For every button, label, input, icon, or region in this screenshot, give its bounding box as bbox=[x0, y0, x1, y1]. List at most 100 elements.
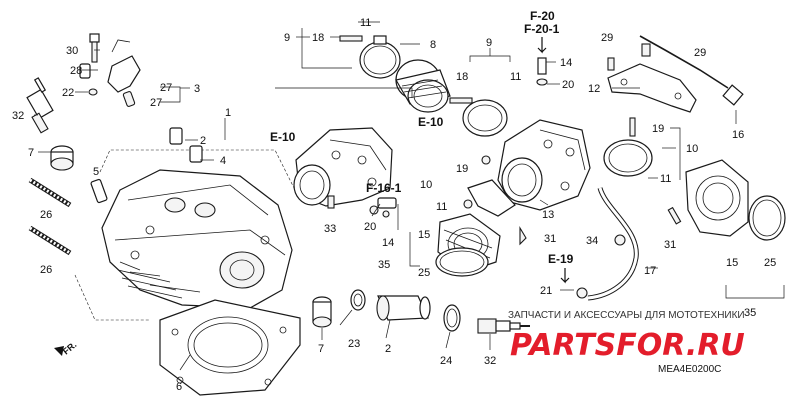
screw-18b[interactable] bbox=[449, 97, 473, 104]
label-26a: 26 bbox=[40, 209, 52, 221]
plug-cap-7a[interactable] bbox=[50, 145, 74, 171]
screw-18a[interactable] bbox=[339, 35, 363, 42]
ref-e10-left: E-10 bbox=[270, 130, 296, 144]
diagram-code: MEA4E0200C bbox=[658, 364, 721, 375]
label-25a: 25 bbox=[418, 267, 430, 279]
bolt-31a[interactable] bbox=[519, 226, 527, 246]
tube-2[interactable] bbox=[376, 295, 431, 321]
cable-end-16[interactable] bbox=[722, 84, 744, 106]
dowel-pin[interactable] bbox=[79, 63, 91, 79]
ref-f20: F-20 bbox=[530, 9, 555, 23]
label-7a: 7 bbox=[28, 147, 34, 159]
label-18a: 18 bbox=[312, 32, 324, 44]
o-ring-25b[interactable] bbox=[748, 195, 786, 241]
shop-tagline: ЗАПЧАСТИ И АКСЕССУАРЫ ДЛЯ МОТОТЕХНИКИ bbox=[508, 310, 745, 321]
label-9b: 9 bbox=[486, 37, 492, 49]
label-25b: 25 bbox=[764, 257, 776, 269]
bracket-12[interactable] bbox=[607, 63, 697, 113]
bracket-10a[interactable] bbox=[467, 179, 516, 217]
label-17: 17 bbox=[644, 265, 656, 277]
bolt-31b[interactable] bbox=[667, 206, 682, 225]
o-ring-23[interactable] bbox=[350, 289, 366, 311]
spark-plug-left[interactable] bbox=[26, 77, 54, 134]
leader-lines bbox=[34, 21, 737, 371]
footer: ЗАПЧАСТИ И АКСЕССУАРЫ ДЛЯ МОТОТЕХНИКИ PA… bbox=[508, 310, 745, 375]
label-28: 28 bbox=[70, 65, 82, 77]
breather-joint[interactable] bbox=[107, 55, 141, 93]
band-9a[interactable] bbox=[359, 41, 401, 79]
label-26b: 26 bbox=[40, 264, 52, 276]
stud-26b[interactable] bbox=[28, 225, 72, 256]
band-screw[interactable] bbox=[373, 35, 387, 45]
insulator-15b[interactable] bbox=[685, 159, 749, 237]
label-32b: 32 bbox=[484, 355, 496, 367]
cylinder-head-group: FR. bbox=[26, 33, 530, 396]
seal-24[interactable] bbox=[443, 304, 461, 332]
dowel-4a[interactable] bbox=[169, 127, 183, 145]
ref-f20-1: F-20-1 bbox=[524, 22, 560, 36]
label-12: 12 bbox=[588, 83, 600, 95]
label-10a: 10 bbox=[420, 179, 432, 191]
label-14a: 14 bbox=[560, 57, 572, 69]
head-gasket[interactable] bbox=[159, 299, 301, 396]
label-30: 30 bbox=[66, 45, 78, 57]
label-6: 6 bbox=[176, 381, 182, 393]
joint-f16[interactable] bbox=[377, 197, 397, 209]
guide-5[interactable] bbox=[90, 178, 108, 204]
o-ring-25a[interactable] bbox=[435, 247, 489, 277]
rear-insulator-group bbox=[275, 28, 451, 113]
reference-codes: E-10 E-10 F-20 F-20-1 F-16-1 E-19 bbox=[270, 9, 574, 284]
screw-19[interactable] bbox=[629, 117, 636, 137]
label-10b: 10 bbox=[686, 143, 698, 155]
bolt-29[interactable] bbox=[641, 43, 651, 57]
sealing-washer[interactable] bbox=[88, 88, 98, 96]
label-29a: 29 bbox=[601, 32, 613, 44]
svg-text:FR.: FR. bbox=[61, 340, 79, 357]
label-11c: 11 bbox=[436, 201, 447, 213]
ref-f16-1: F-16-1 bbox=[366, 181, 402, 195]
label-16: 16 bbox=[732, 129, 744, 141]
band-right[interactable] bbox=[603, 139, 653, 177]
label-31a: 31 bbox=[544, 233, 556, 245]
label-2a: 2 bbox=[200, 135, 206, 147]
label-34: 34 bbox=[586, 235, 598, 247]
clip-34[interactable] bbox=[614, 234, 626, 246]
label-9a: 9 bbox=[284, 32, 290, 44]
insulator-8[interactable] bbox=[395, 59, 451, 113]
bolt-30[interactable] bbox=[89, 33, 100, 63]
label-14b: 14 bbox=[382, 237, 394, 249]
label-23: 23 bbox=[348, 338, 360, 350]
label-19b: 19 bbox=[652, 123, 664, 135]
spark-plug-lower[interactable] bbox=[477, 318, 530, 334]
label-32a: 32 bbox=[12, 110, 24, 122]
right-parts-group bbox=[576, 35, 786, 301]
plug-cap-7b[interactable] bbox=[312, 296, 332, 328]
front-direction-arrow: FR. bbox=[42, 340, 78, 368]
label-35a: 35 bbox=[378, 259, 390, 271]
label-15a: 15 bbox=[418, 229, 430, 241]
label-19a: 19 bbox=[456, 163, 468, 175]
label-27b: 27 bbox=[150, 97, 162, 109]
label-7b: 7 bbox=[318, 343, 324, 355]
label-4: 4 bbox=[220, 155, 226, 167]
bolt-29b[interactable] bbox=[607, 57, 615, 71]
bolt-33[interactable] bbox=[327, 195, 335, 209]
label-8: 8 bbox=[430, 39, 436, 51]
rear-intake-pipe-group bbox=[293, 127, 399, 230]
label-2b: 2 bbox=[385, 343, 391, 355]
label-29b: 29 bbox=[694, 47, 706, 59]
label-1: 1 bbox=[225, 107, 231, 119]
dowel-4b[interactable] bbox=[189, 145, 203, 163]
stud-26a[interactable] bbox=[28, 177, 72, 208]
label-33: 33 bbox=[324, 223, 336, 235]
label-24: 24 bbox=[440, 355, 452, 367]
label-5: 5 bbox=[93, 166, 99, 178]
label-13: 13 bbox=[542, 209, 554, 221]
band-9b[interactable] bbox=[462, 99, 508, 137]
ref-e19: E-19 bbox=[548, 252, 574, 266]
label-15b: 15 bbox=[726, 257, 738, 269]
clip-21[interactable] bbox=[576, 287, 588, 299]
fitting-14[interactable] bbox=[537, 57, 547, 75]
label-20a: 20 bbox=[562, 79, 574, 91]
